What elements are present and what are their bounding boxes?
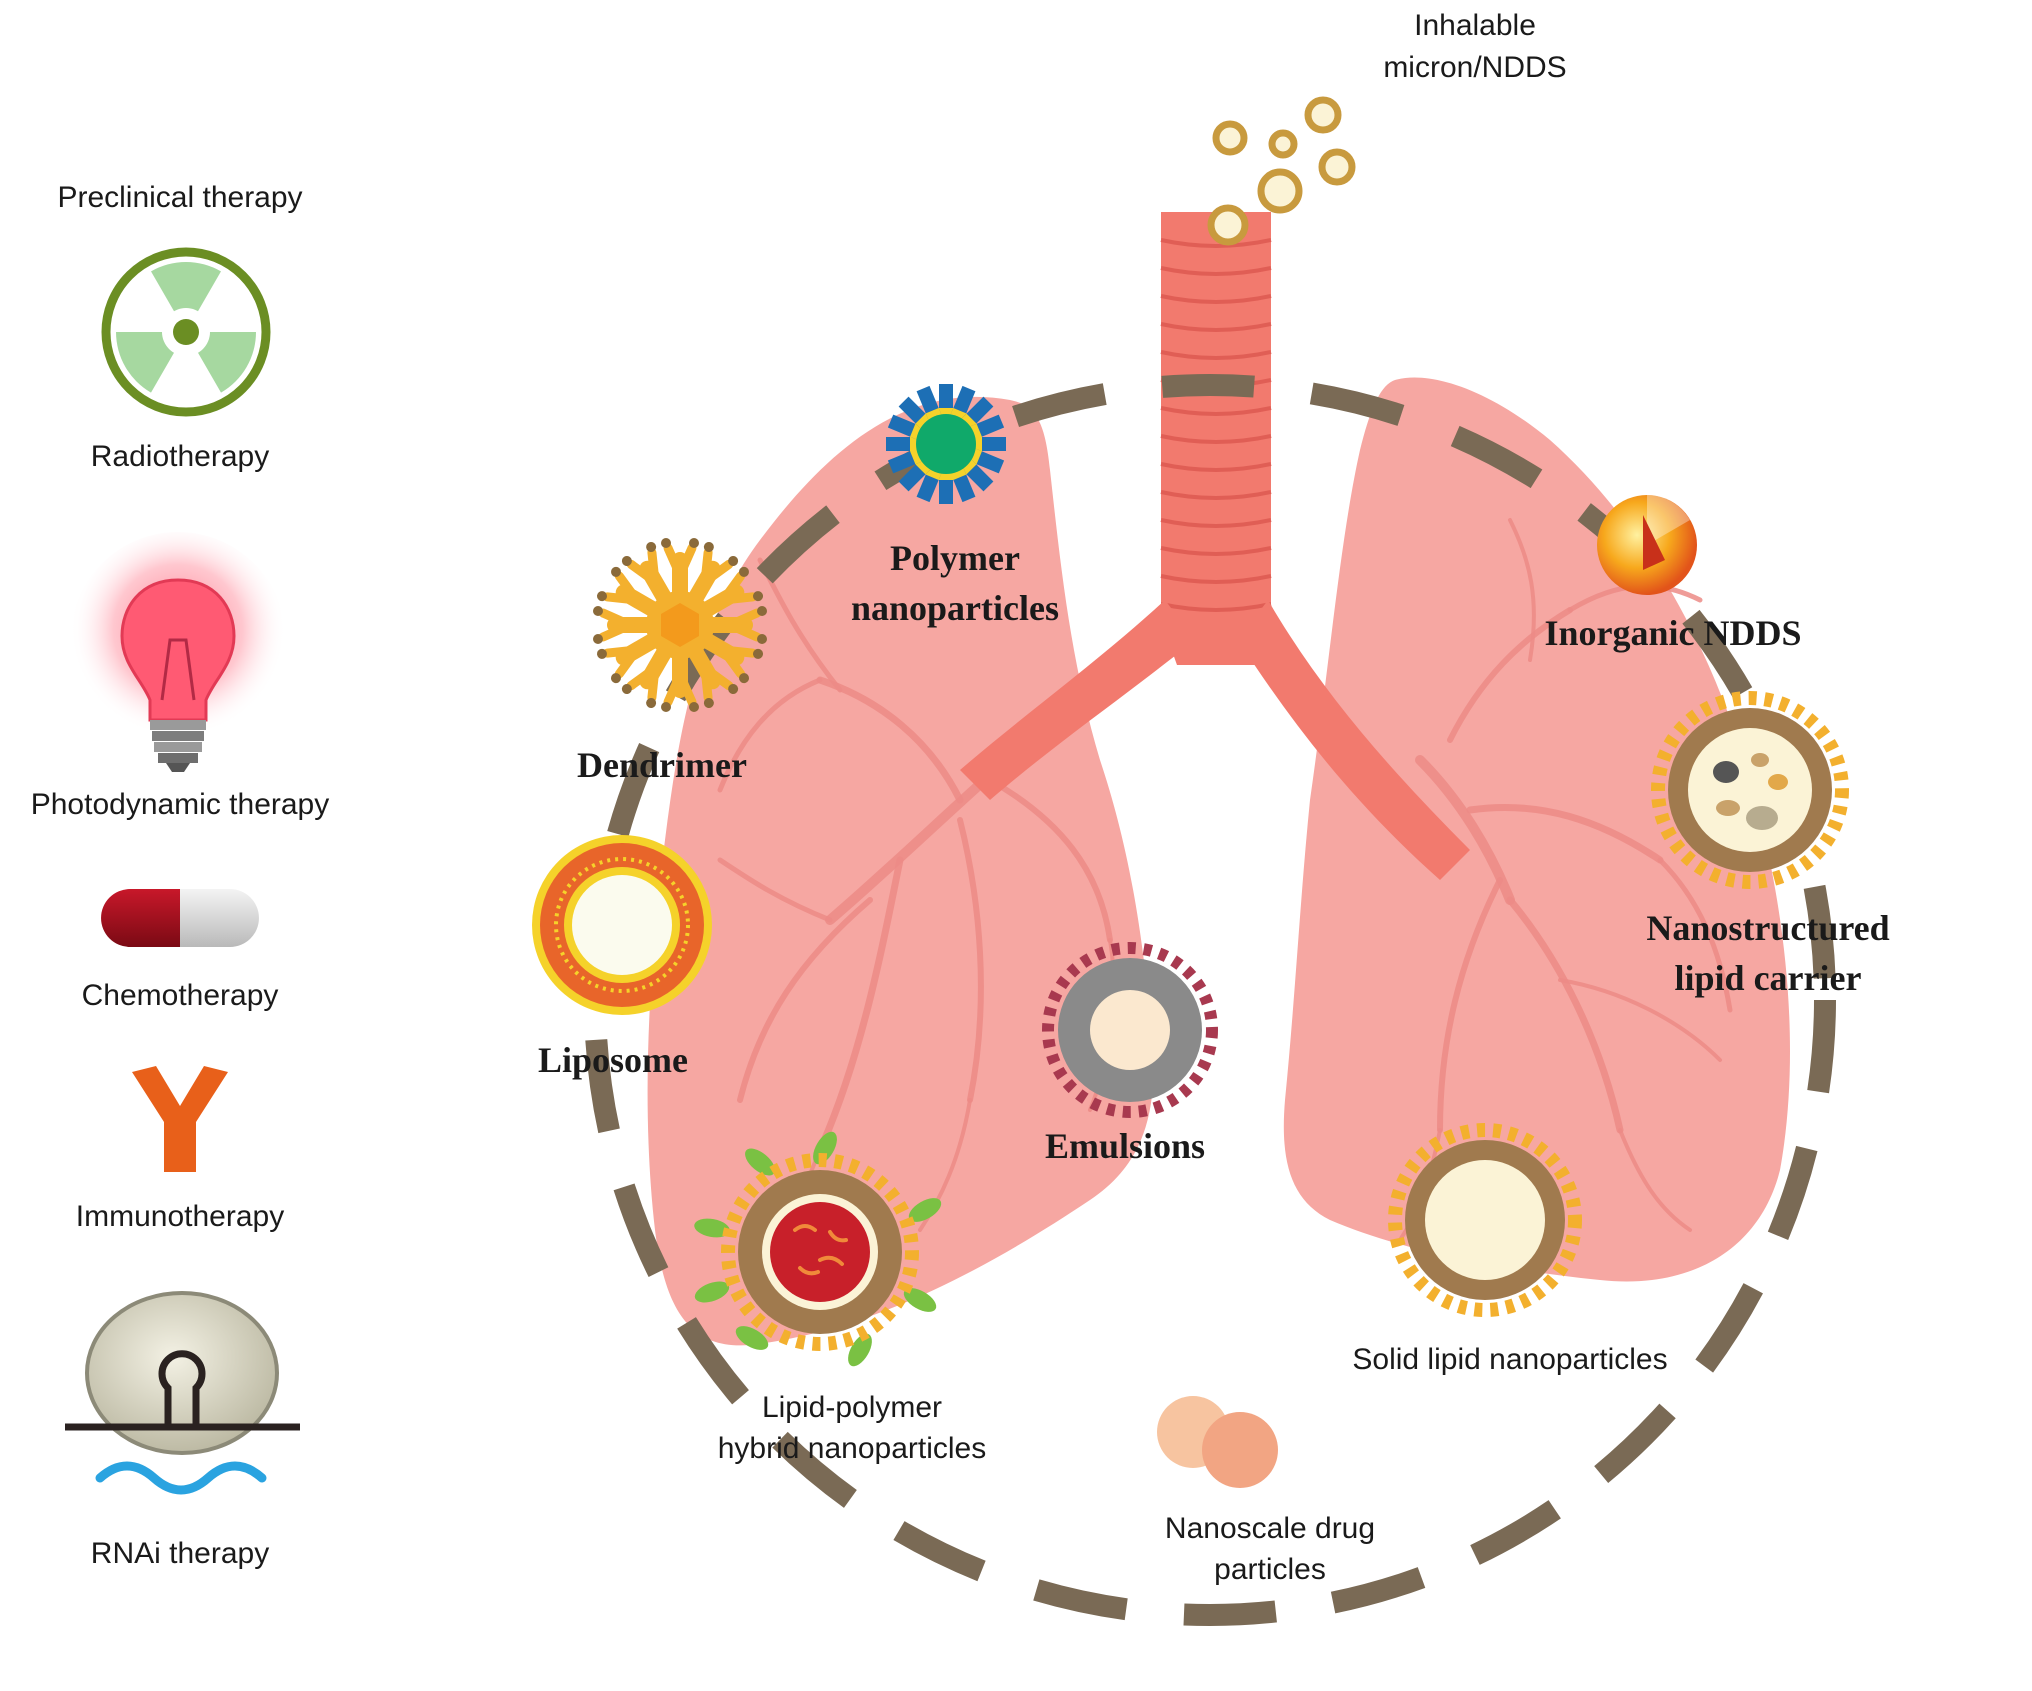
inhalable-label-line1: Inhalable [1414, 9, 1536, 42]
nanoscale-drug-particle-icon [1157, 1396, 1278, 1488]
preclinical-heading: Preclinical therapy [57, 181, 302, 214]
nlc-label-line2: lipid carrier [1675, 958, 1862, 998]
lungs [647, 212, 1790, 1346]
right-main-bronchus [1238, 600, 1470, 880]
polymer-nanoparticle-icon [886, 384, 1006, 504]
polymer-label-line2: nanoparticles [851, 588, 1059, 628]
nlc-label-line1: Nanostructured [1646, 908, 1889, 948]
dendrimer-label: Dendrimer [577, 745, 747, 785]
immunotherapy-label: Immunotherapy [76, 1200, 284, 1233]
capsule-icon [101, 889, 259, 947]
nanoscale-label-line2: particles [1214, 1553, 1326, 1586]
rnai-therapy-label: RNAi therapy [91, 1537, 269, 1570]
radiation-icon [101, 247, 271, 417]
polymer-label-line1: Polymer [890, 538, 1020, 578]
right-lung [1283, 377, 1790, 1282]
chemotherapy-label: Chemotherapy [82, 979, 279, 1012]
inorganic-ndds-label: Inorganic NDDS [1544, 613, 1801, 653]
nanoscale-label-line1: Nanoscale drug [1165, 1512, 1375, 1545]
inhaled-particles [1207, 96, 1356, 246]
left-main-bronchus [960, 600, 1195, 800]
sln-label: Solid lipid nanoparticles [1352, 1343, 1667, 1376]
inhalable-label-line2: micron/NDDS [1383, 51, 1566, 84]
radiotherapy-label: Radiotherapy [91, 440, 269, 473]
lipid-polymer-label-line1: Lipid-polymer [762, 1391, 942, 1424]
lipid-polymer-label-line2: hybrid nanoparticles [718, 1432, 987, 1465]
emulsions-label: Emulsions [1045, 1126, 1205, 1166]
photodynamic-therapy-label: Photodynamic therapy [31, 788, 330, 821]
rna-hairpin-icon [65, 1291, 300, 1495]
preclinical-panel: Preclinical therapy Radiotherapy Photody… [31, 181, 330, 1570]
emulsion-icon [1042, 942, 1218, 1118]
dendrimer-icon [593, 538, 767, 712]
lipid-polymer-hybrid-icon [694, 1131, 942, 1367]
liposome-icon [532, 835, 712, 1015]
light-bulb-icon [70, 532, 286, 772]
dashed-boundary-ring [584, 374, 1836, 1626]
antibody-icon [132, 1066, 228, 1172]
liposome-label: Liposome [538, 1040, 688, 1080]
inorganic-ndds-icon [1597, 495, 1697, 595]
solid-lipid-nanoparticle-icon [1388, 1123, 1582, 1317]
trachea [1161, 212, 1271, 632]
nanostructured-lipid-carrier-icon [1651, 691, 1849, 889]
